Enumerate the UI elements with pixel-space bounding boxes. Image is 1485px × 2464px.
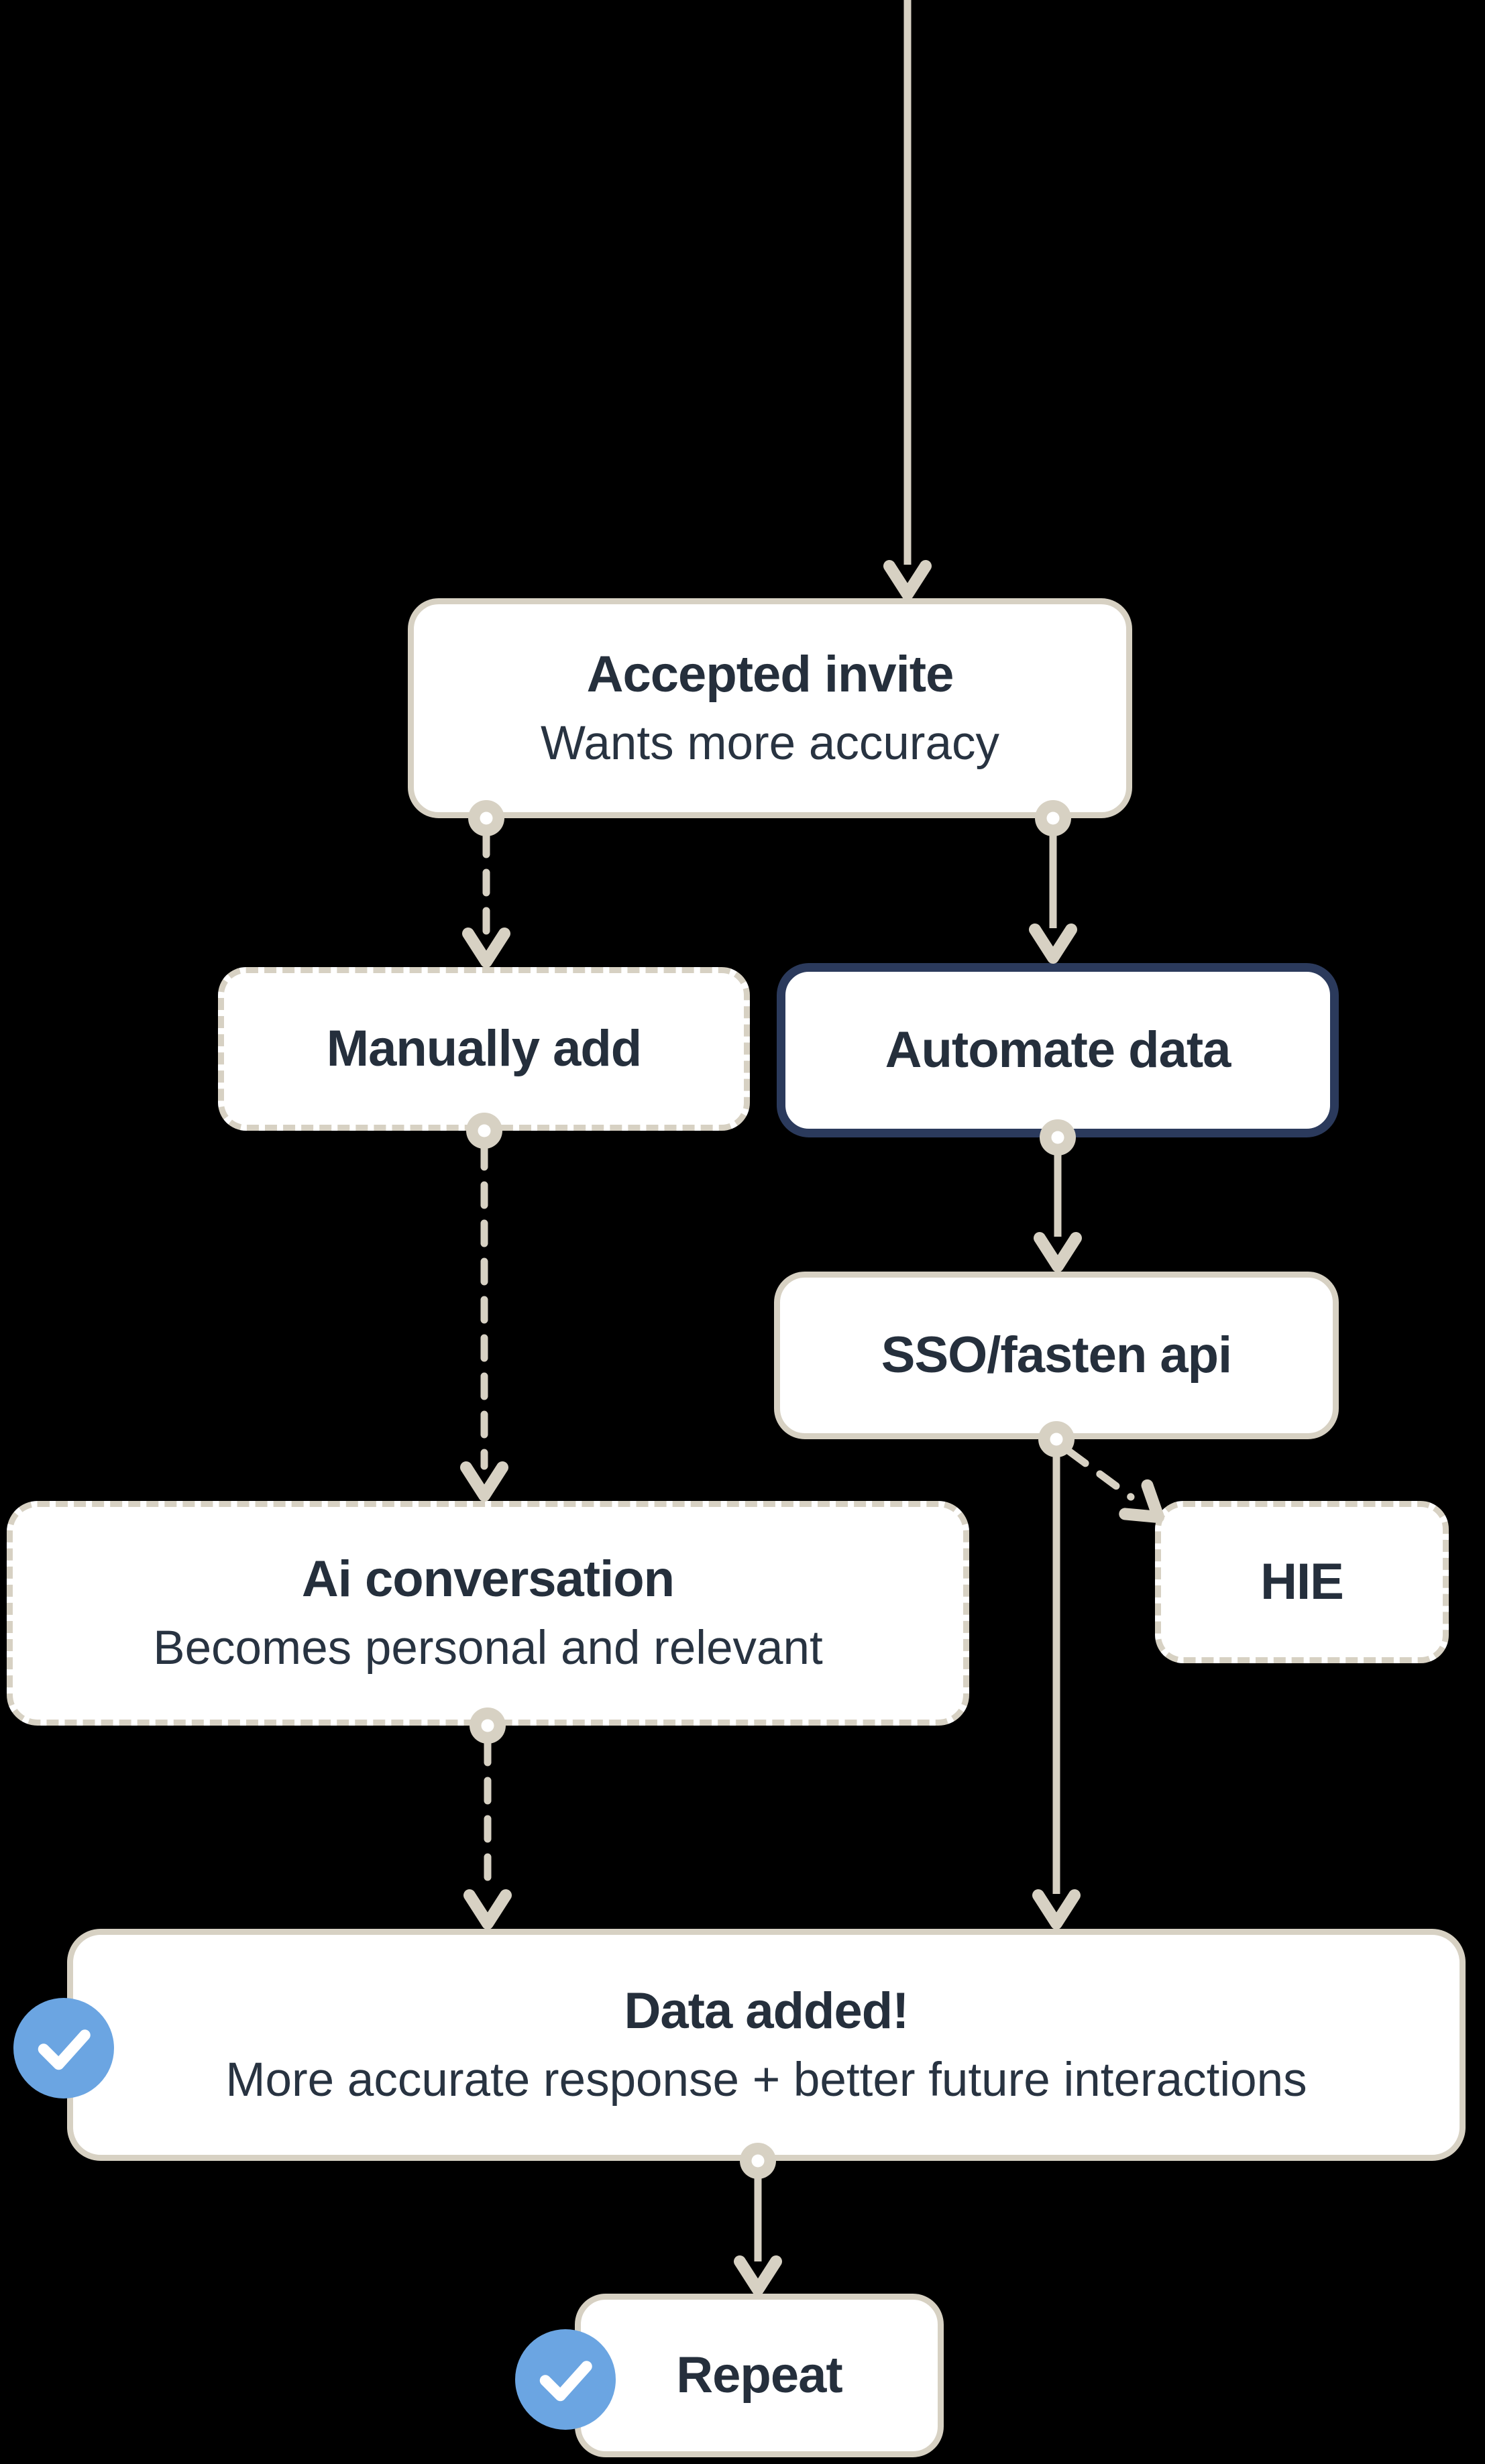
edge-sso-hie[interactable] [1065, 1447, 1170, 1531]
node-title: Data added! [624, 1982, 910, 2039]
check-badge[interactable] [515, 2329, 616, 2430]
edge-manually-ai[interactable] [466, 1143, 502, 1496]
edge-accepted-manually[interactable] [468, 830, 504, 962]
node-title: HIE [1260, 1553, 1344, 1611]
edge-start-accepted[interactable] [889, 0, 926, 594]
node-title: Accepted invite [586, 645, 954, 703]
node-hie[interactable]: HIE [1155, 1501, 1449, 1663]
node-manually-add[interactable]: Manually add [218, 967, 750, 1131]
node-data-added[interactable]: Data added! More accurate response + bet… [67, 1929, 1466, 2161]
node-repeat[interactable]: Repeat [575, 2294, 944, 2457]
node-automate-data[interactable]: Automate data [777, 963, 1339, 1137]
check-badge[interactable] [13, 1998, 114, 2098]
node-title: SSO/fasten api [881, 1327, 1232, 1384]
node-title: Repeat [676, 2347, 842, 2404]
node-title: Automate data [885, 1021, 1231, 1079]
edge-ai-data-added[interactable] [470, 1738, 506, 1923]
check-icon [515, 2329, 616, 2430]
node-subtitle: More accurate response + better future i… [225, 2053, 1307, 2107]
node-title: Ai conversation [301, 1551, 675, 1608]
node-title: Manually add [326, 1020, 642, 1078]
check-icon [13, 1998, 114, 2098]
node-sso-fasten-api[interactable]: SSO/fasten api [774, 1272, 1339, 1439]
edge-data-added-repeat[interactable] [740, 2177, 776, 2290]
edge-sso-data-added[interactable] [1038, 1457, 1075, 1923]
node-accepted-invite[interactable]: Accepted invite Wants more accuracy [408, 598, 1132, 818]
edge-automate-sso[interactable] [1040, 1152, 1076, 1266]
node-ai-conversation[interactable]: Ai conversation Becomes personal and rel… [7, 1501, 969, 1726]
node-subtitle: Becomes personal and relevant [153, 1622, 823, 1675]
node-subtitle: Wants more accuracy [541, 716, 999, 770]
edge-accepted-automate[interactable] [1035, 833, 1071, 958]
